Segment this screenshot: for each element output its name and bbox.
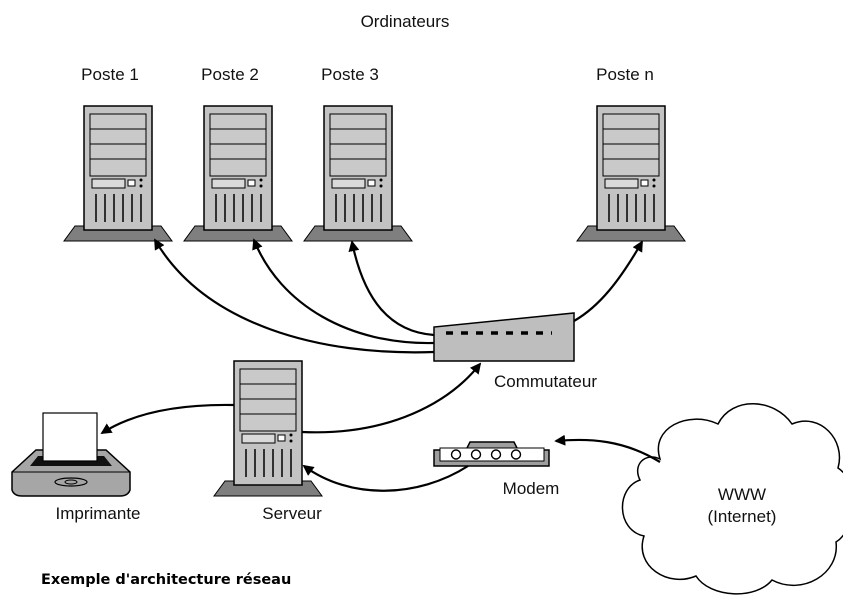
workstation-label-1: Poste 1 [81,65,139,84]
modem-label: Modem [503,479,560,498]
link-modem-to-server [302,464,469,492]
link-server-to-switch [301,362,482,434]
internet-label-line2: (Internet) [708,507,777,526]
link-internet-to-modem [554,434,661,463]
workstation-icon-2 [183,105,293,242]
workstation-label-3: Poste 3 [321,65,379,84]
printer-label: Imprimante [55,504,140,523]
printer-icon [11,412,131,497]
switch-label: Commutateur [494,372,597,391]
workstation-label-2: Poste 2 [201,65,259,84]
workstation-icon-1 [63,105,173,242]
switch-icon [433,312,575,362]
workstation-label-n: Poste n [596,65,654,84]
link-switch-to-poste-2 [252,238,435,345]
link-switch-to-poste-3 [348,240,435,337]
modem-icon [433,441,550,467]
internet-cloud-icon [621,403,843,595]
workstation-icon-n [576,105,686,242]
internet-label-line1: WWW [718,485,766,504]
link-server-to-printer [100,403,235,434]
link-switch-to-poste-1 [154,238,435,354]
workstation-icon-3 [303,105,413,242]
server-icon [213,360,323,497]
diagram-title: Ordinateurs [361,12,450,31]
diagram-caption: Exemple d'architecture réseau [41,572,291,588]
server-label: Serveur [262,504,322,523]
link-switch-to-poste-n [573,240,643,322]
